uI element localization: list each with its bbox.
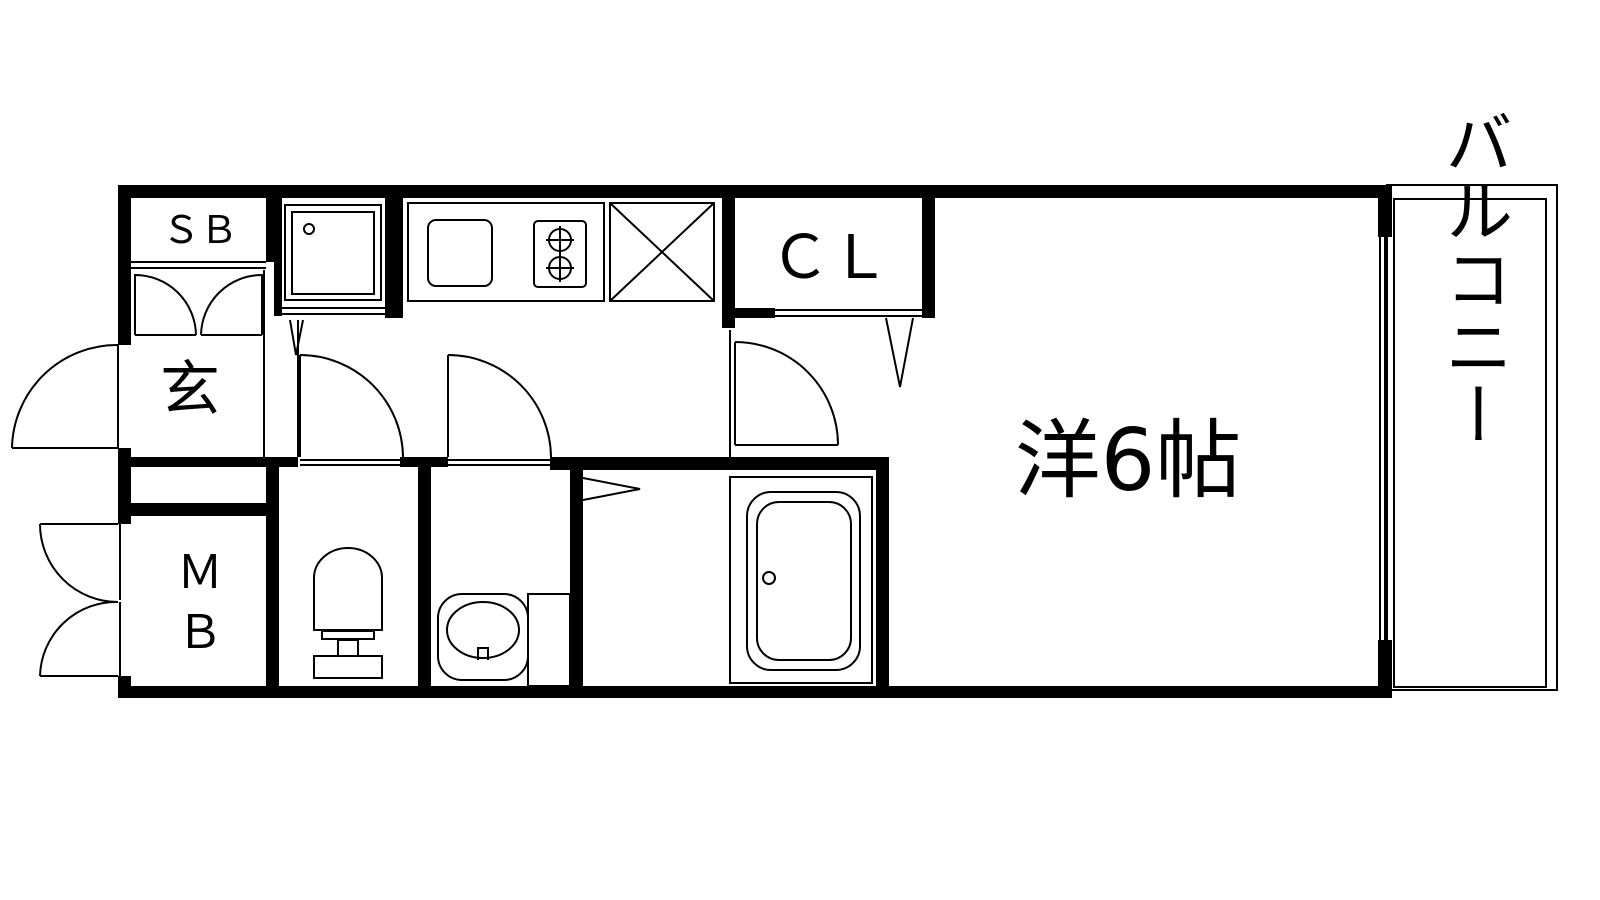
fixtures: [11, 184, 1558, 691]
bathtub-drain: [762, 571, 776, 585]
entrance-door: [11, 343, 119, 449]
bath-door-marker: [582, 477, 641, 501]
label-entrance: 玄: [160, 355, 220, 425]
wash-cabinet: [527, 593, 571, 687]
stove: [533, 220, 587, 288]
wall-bath-right: [876, 457, 889, 698]
toilet-bowl: [313, 547, 383, 631]
cabinet-door-right: [200, 273, 263, 336]
fridge-dot: [303, 223, 315, 235]
wall-closet-right: [922, 198, 935, 318]
room-door: [734, 341, 839, 446]
wall-closet-bottom-left: [735, 308, 775, 318]
vent-x-2: [609, 202, 715, 302]
kitchen-door-marker: [289, 319, 304, 356]
label-closet: ＣＬ: [770, 224, 890, 291]
balcony-inner: [1393, 198, 1547, 688]
mb-door-upper: [39, 523, 121, 603]
wall-mid-b: [550, 457, 888, 470]
closet-door-marker: [885, 317, 914, 388]
kitchen-sink: [427, 219, 493, 287]
wall-mid-left: [118, 457, 298, 467]
toilet-door: [299, 354, 404, 458]
label-balcony: バルコニー: [1433, 108, 1512, 448]
cabinet-door-left: [134, 273, 197, 336]
mb-door-lower: [39, 600, 121, 677]
kitchen-counter: [407, 202, 605, 302]
wall-kitchen-right: [722, 198, 735, 328]
wash-door: [447, 354, 552, 458]
bathtub-inner: [746, 491, 861, 671]
toilet-seat-hinge: [337, 639, 359, 657]
label-western-room: 洋6帖: [1015, 411, 1242, 511]
interior-walls: [118, 198, 935, 698]
balcony-outer: [1386, 184, 1558, 691]
wall-sb-right: [266, 198, 274, 262]
wall-mb-right: [266, 457, 279, 697]
wash-faucet: [477, 647, 489, 660]
wall-bottom: [118, 686, 1392, 698]
wall-left-bottom: [118, 676, 131, 698]
wall-left-top: [118, 185, 131, 345]
wall-top: [118, 185, 1392, 198]
label-mb-1: Ｍ: [177, 546, 223, 598]
wall-fridge-right: [385, 198, 403, 318]
wall-mb-top: [118, 503, 278, 516]
wall-right-bottom: [1378, 640, 1392, 698]
wall-fridge-left: [274, 198, 282, 316]
wash-bowl: [446, 601, 520, 659]
vent-box: [609, 202, 715, 302]
label-mb-2: Ｂ: [177, 606, 223, 658]
wall-right-top: [1378, 185, 1392, 237]
fridge: [284, 204, 382, 301]
exterior-walls: [118, 185, 1392, 698]
wall-toilet-right: [418, 457, 431, 697]
fridge-inner: [291, 211, 375, 295]
bathtub-frame: [729, 476, 873, 684]
bathtub-basin: [756, 501, 852, 661]
label-sb: ＳＢ: [162, 210, 238, 252]
